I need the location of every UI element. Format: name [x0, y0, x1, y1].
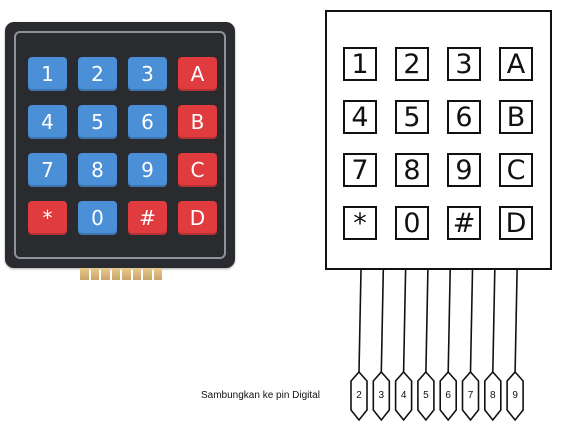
pin-lead-line [380, 269, 385, 373]
photo-key: B [178, 105, 217, 139]
photo-key: 2 [78, 57, 117, 91]
photo-key: D [178, 201, 217, 235]
photo-key: * [28, 201, 67, 235]
pin-number-label: 8 [490, 390, 496, 401]
pin-lead-line [514, 269, 518, 373]
photo-key: 5 [78, 105, 117, 139]
pin-tip [417, 370, 435, 422]
keypad-ribbon-connector [80, 268, 162, 280]
schematic-key: 7 [343, 153, 377, 187]
schematic-key: 2 [395, 47, 429, 81]
pin-number-label: 7 [467, 390, 474, 401]
pin-lead-line [469, 269, 474, 373]
schematic-key: 9 [447, 153, 481, 187]
schematic-key: A [499, 47, 533, 81]
schematic-key: C [499, 153, 533, 187]
schematic-key: 4 [343, 100, 377, 134]
schematic-key: B [499, 100, 533, 134]
pin-lead-line [358, 269, 362, 373]
schematic-key: 3 [447, 47, 481, 81]
photo-key: 0 [78, 201, 117, 235]
pin-lead-line [425, 269, 429, 373]
photo-key: 7 [28, 153, 67, 187]
pin-tip [461, 370, 480, 422]
schematic-key: 6 [447, 100, 481, 134]
photo-key: 8 [78, 153, 117, 187]
pin-number-label: 6 [445, 390, 451, 401]
schematic-key: 1 [343, 47, 377, 81]
schematic-key: D [499, 206, 533, 240]
pin-lead-line [447, 269, 451, 373]
pin-number-label: 2 [356, 390, 362, 401]
schematic-key: 5 [395, 100, 429, 134]
photo-key: 1 [28, 57, 67, 91]
pin-number-label: 3 [378, 390, 385, 401]
connection-caption: Sambungkan ke pin Digital [201, 390, 320, 401]
photo-key: 6 [128, 105, 167, 139]
pin-lead-line [492, 269, 496, 373]
photo-key: 9 [128, 153, 167, 187]
pin-lead-line [402, 269, 407, 373]
photo-key: C [178, 153, 217, 187]
schematic-key: 0 [395, 206, 429, 240]
pin-tip [394, 370, 413, 422]
schematic-key: * [343, 206, 377, 240]
keypad-photo-border [14, 31, 226, 259]
pin-number-label: 5 [423, 390, 429, 401]
pin-tip [350, 370, 368, 422]
pin-tip [439, 370, 458, 422]
pin-tip [483, 370, 502, 422]
schematic-key: # [447, 206, 481, 240]
pin-tip [506, 370, 524, 422]
pin-number-label: 4 [400, 390, 407, 401]
photo-key: 3 [128, 57, 167, 91]
photo-key: A [178, 57, 217, 91]
photo-key: 4 [28, 105, 67, 139]
photo-key: # [128, 201, 167, 235]
pin-number-label: 9 [512, 390, 518, 401]
schematic-key: 8 [395, 153, 429, 187]
pin-tip [372, 370, 391, 422]
